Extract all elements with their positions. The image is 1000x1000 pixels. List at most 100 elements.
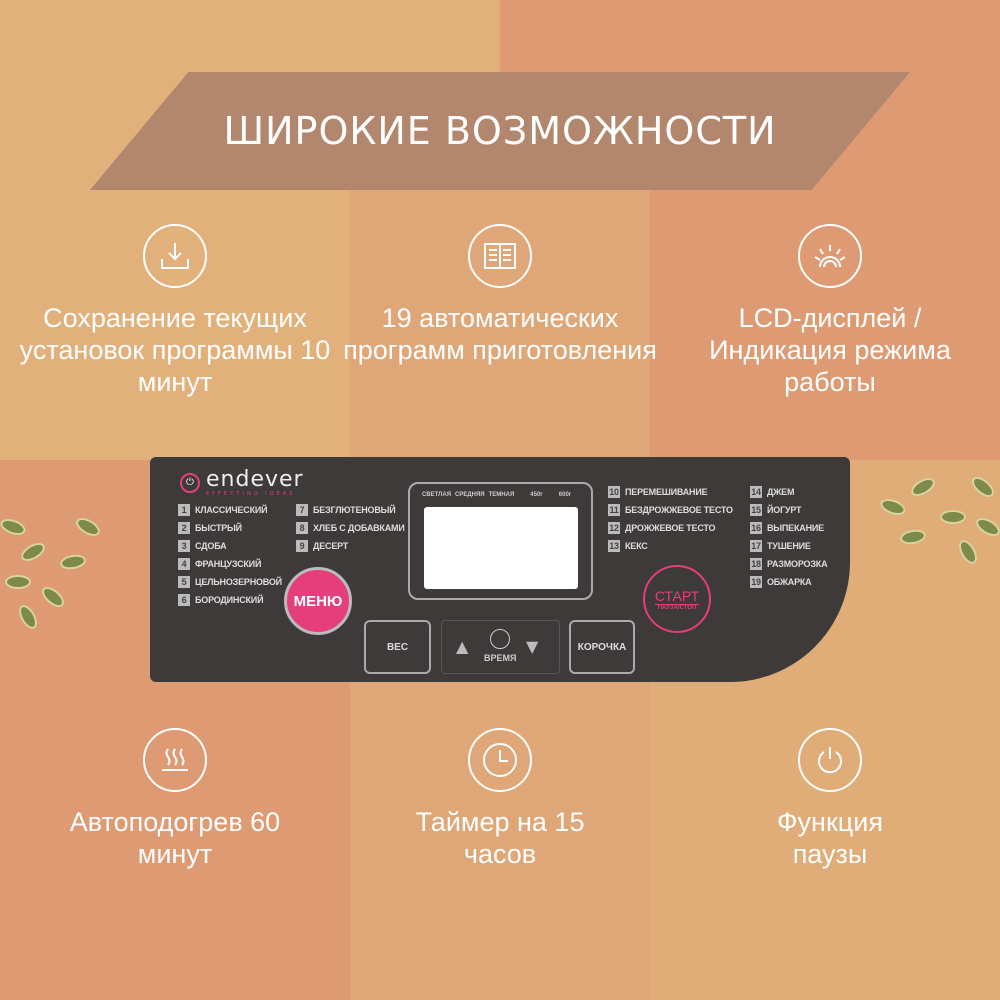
program-name: ЦЕЛЬНОЗЕРНОВОЙ [195,577,282,587]
program-name: ВЫПЕКАНИЕ [767,523,824,533]
crust-medium-label: СРЕДНЯЯ [455,492,485,498]
program-name: ДЖЕМ [767,487,795,497]
time-up-button[interactable]: ▲ [456,637,469,656]
program-item: 2 БЫСТРЫЙ [178,521,242,535]
brand-name: endever [206,467,304,492]
program-item: 9 ДЕСЕРТ [296,539,348,553]
program-number: 3 [178,540,190,552]
program-item: 14 ДЖЕМ [750,485,794,499]
feature-pause: Функция паузы [660,728,1000,870]
program-name: РАЗМОРОЗКА [767,559,828,569]
program-item: 1 КЛАССИЧЕСКИЙ [178,503,268,517]
program-item: 10 ПЕРЕМЕШИВАНИЕ [608,485,708,499]
program-number: 10 [608,486,620,498]
crust-dark-label: ТЕМНАЯ [488,492,515,498]
program-name: ФРАНЦУЗСКИЙ [195,559,262,569]
feature-text: LCD-дисплей / Индикация режима работы [709,303,951,397]
program-item: 3 СДОБА [178,539,227,553]
program-name: ХЛЕБ С ДОБАВКАМИ [313,523,405,533]
program-name: БЕЗГЛЮТЕНОВЫЙ [313,505,396,515]
program-name: КЕКС [625,541,648,551]
program-number: 4 [178,558,190,570]
lcd-screen [424,507,578,589]
program-number: 13 [608,540,620,552]
feature-text: Автоподогрев 60 минут [69,807,281,869]
program-item: 15 ЙОГУРТ [750,503,802,517]
power-logo-icon: ⏻ [180,473,200,493]
program-number: 6 [178,594,190,606]
program-name: БЫСТРЫЙ [195,523,242,533]
feature-timer: Таймер на 15 часов [330,728,670,870]
download-icon [143,224,207,288]
feature-text: Таймер на 15 часов [415,807,585,869]
weight-450-label: 450г [530,492,543,498]
time-down-button[interactable]: ▼ [526,637,539,656]
start-pause-button[interactable]: СТАРТ ПАУЗА/СТОП [643,565,711,633]
program-number: 17 [750,540,762,552]
page-title: ШИРОКИЕ ВОЗМОЖНОСТИ [223,109,777,153]
feature-text: Функция паузы [777,807,883,869]
program-item: 13 КЕКС [608,539,648,553]
program-name: ТУШЕНИЕ [767,541,811,551]
program-number: 5 [178,576,190,588]
crust-light-label: СВЕТЛАЯ [422,492,452,498]
program-item: 18 РАЗМОРОЗКА [750,557,828,571]
control-panel: ⏻ endever EFFECTING IDEAS 1 КЛАССИЧЕСКИЙ 2… [150,457,850,682]
program-name: ДЕСЕРТ [313,541,349,551]
start-label: СТАРТ [654,587,700,605]
program-number: 12 [608,522,620,534]
program-name: КЛАССИЧЕСКИЙ [195,505,268,515]
weight-600-label: 600г [558,492,572,498]
crust-button[interactable]: КОРОЧКА [569,620,635,674]
program-name: БОРОДИНСКИЙ [195,595,264,605]
program-item: 11 БЕЗДРОЖЖЕВОЕ ТЕСТО [608,503,733,517]
book-icon [468,224,532,288]
feature-text: Сохранение текущих установок программы 1… [19,303,331,397]
program-number: 9 [296,540,308,552]
endever-logo: ⏻ endever EFFECTING IDEAS [180,469,304,497]
program-name: СДОБА [195,541,227,551]
program-item: 5 ЦЕЛЬНОЗЕРНОВОЙ [178,575,282,589]
clock-icon [468,728,532,792]
light-icon [798,224,862,288]
feature-text: 19 автоматических программ приготовления [343,303,657,365]
program-name: ДРОЖЖЕВОЕ ТЕСТО [625,523,716,533]
program-name: ОБЖАРКА [767,577,812,587]
program-number: 7 [296,504,308,516]
program-name: ПЕРЕМЕШИВАНИЕ [625,487,708,497]
brand-tagline: EFFECTING IDEAS [206,491,296,497]
program-number: 11 [608,504,620,516]
time-label: ВРЕМЯ [484,653,517,663]
time-control: ▲ ВРЕМЯ ▼ [441,620,560,674]
program-name: ЙОГУРТ [767,505,802,515]
program-item: 16 ВЫПЕКАНИЕ [750,521,824,535]
program-number: 1 [178,504,190,516]
program-item: 17 ТУШЕНИЕ [750,539,811,553]
program-item: 8 ХЛЕБ С ДОБАВКАМИ [296,521,405,535]
program-item: 6 БОРОДИНСКИЙ [178,593,264,607]
program-name: БЕЗДРОЖЖЕВОЕ ТЕСТО [625,505,733,515]
program-item: 4 ФРАНЦУЗСКИЙ [178,557,261,571]
steam-heat-icon [143,728,207,792]
feature-lcd: LCD-дисплей / Индикация режима работы [660,224,1000,398]
pause-label: ПАУЗА/СТОП [657,604,697,611]
program-number: 16 [750,522,762,534]
power-icon [798,728,862,792]
program-number: 8 [296,522,308,534]
program-number: 15 [750,504,762,516]
program-number: 14 [750,486,762,498]
program-item: 12 ДРОЖЖЕВОЕ ТЕСТО [608,521,715,535]
feature-programs: 19 автоматических программ приготовления [330,224,670,366]
feature-autoheat: Автоподогрев 60 минут [5,728,345,870]
program-item: 19 ОБЖАРКА [750,575,812,589]
feature-save-settings: Сохранение текущих установок программы 1… [5,224,345,398]
program-number: 2 [178,522,190,534]
weight-button[interactable]: ВЕС [364,620,431,674]
title-banner: ШИРОКИЕ ВОЗМОЖНОСТИ [90,72,910,190]
program-number: 18 [750,558,762,570]
menu-button[interactable]: МЕНЮ [284,567,352,635]
clock-icon [490,629,510,649]
program-item: 7 БЕЗГЛЮТЕНОВЫЙ [296,503,396,517]
program-number: 19 [750,576,762,588]
